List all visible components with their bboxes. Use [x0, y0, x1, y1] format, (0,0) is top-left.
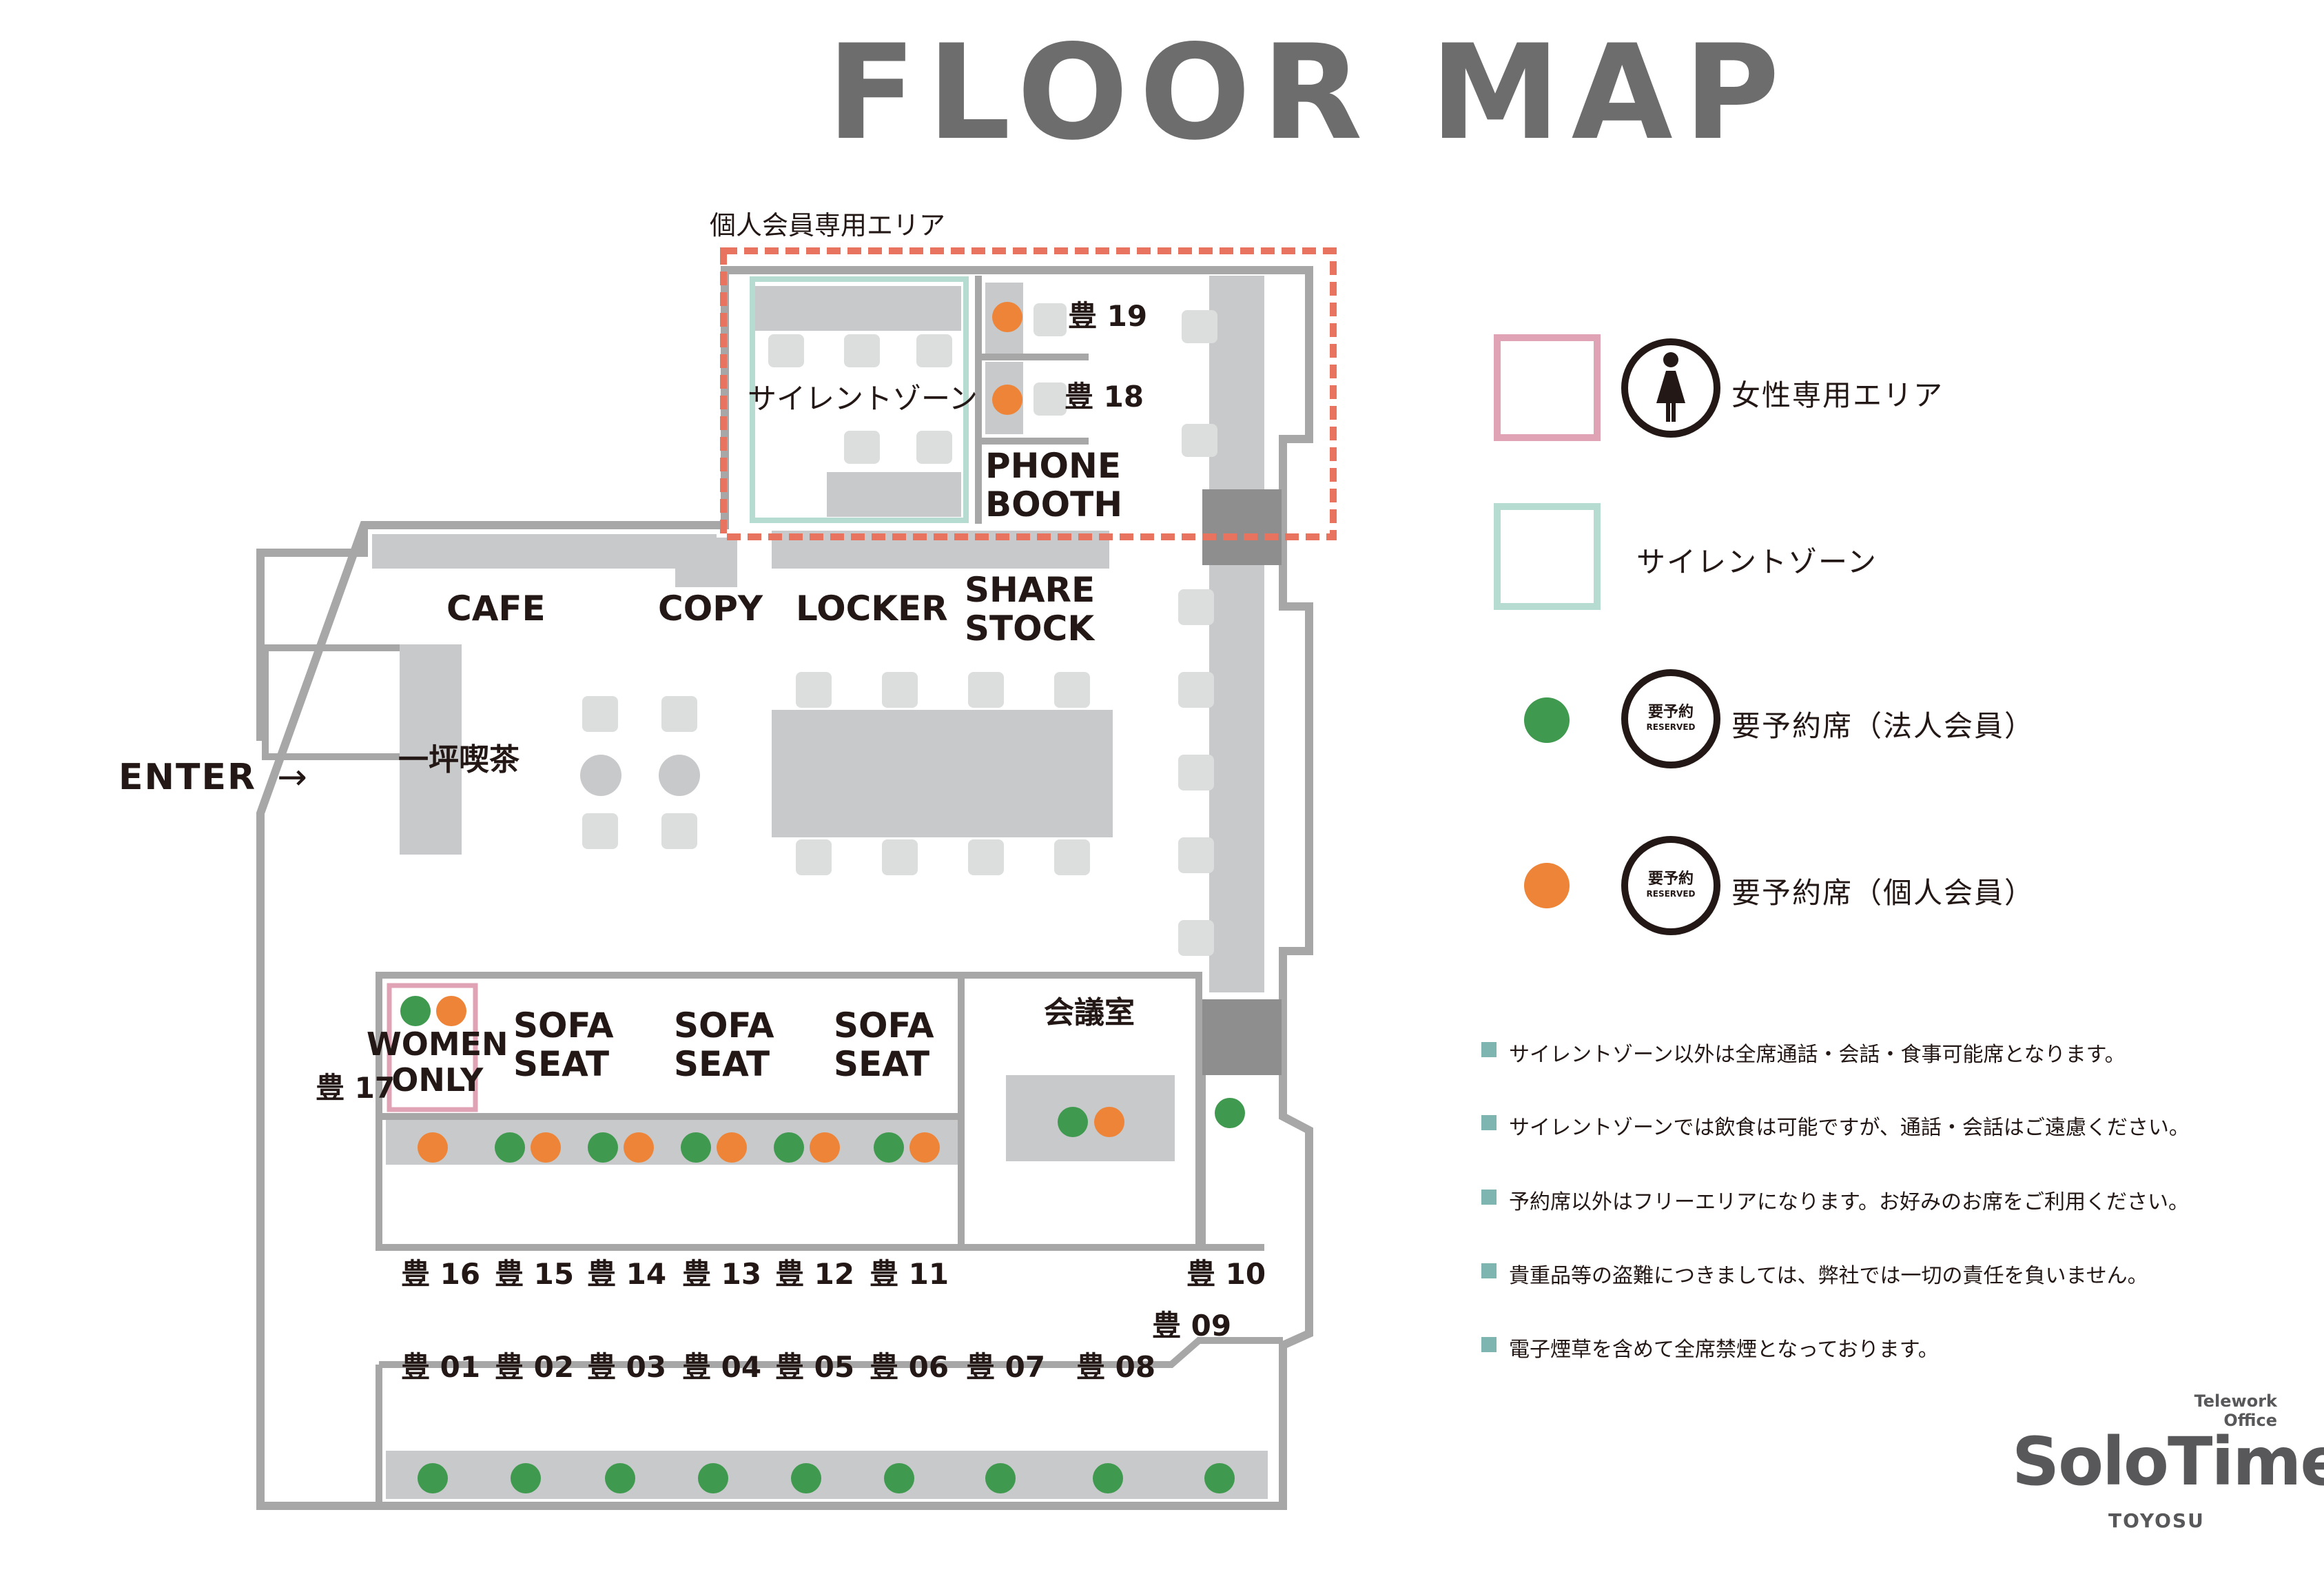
- note-bullet: [1481, 1190, 1497, 1205]
- seat-label: 豊 09: [1152, 1309, 1232, 1343]
- brand-subtitle: Telework Office: [2194, 1391, 2277, 1430]
- legend-women-area: 女性専用エリア: [1731, 378, 1944, 412]
- woman-figure-icon: [1656, 352, 1685, 422]
- note-bullet: [1481, 1337, 1497, 1352]
- building-wall: [256, 266, 1313, 1510]
- note-text: サイレントゾーンでは飲食は可能ですが、通話・会話はご遠慮ください。: [1509, 1116, 2190, 1140]
- round-table: [580, 755, 621, 796]
- chairs: [582, 303, 1217, 956]
- hitotsubo-label: 一坪喫茶: [398, 742, 520, 777]
- note-text: 貴重品等の盗難につきましては、弊社では一切の責任を負いません。: [1509, 1264, 2148, 1288]
- partition: [376, 972, 1264, 1251]
- note-bullet: [1481, 1263, 1497, 1278]
- individual-reserved-swatch: [1524, 863, 1570, 908]
- seat-label: 豊 01: [401, 1350, 481, 1384]
- seat-label: 豊 17: [316, 1071, 395, 1105]
- seat-label: 豊 16: [401, 1257, 481, 1291]
- legend-silent-zone: サイレントゾーン: [1636, 545, 1878, 579]
- arrow-right-icon: →: [277, 757, 309, 798]
- phone-booth-label: PHONE BOOTH: [985, 446, 1123, 524]
- sofa-seat-label: SOFA SEAT: [513, 1006, 614, 1084]
- women-icon: [1621, 338, 1720, 438]
- locker-label: LOCKER: [796, 589, 948, 629]
- silent-desk: [754, 286, 961, 331]
- large-table: [772, 710, 1113, 837]
- seat-label: 豊 14: [587, 1257, 667, 1291]
- seat-label: 豊 03: [587, 1350, 667, 1384]
- seat-label: 豊 04: [682, 1350, 762, 1384]
- women-area-border: [387, 983, 478, 1112]
- page-title: FLOOR MAP: [827, 17, 1791, 169]
- silent-zone-swatch: [1494, 503, 1601, 610]
- seat-label: 豊 07: [966, 1350, 1046, 1384]
- counter: [400, 644, 462, 855]
- meeting-room-label: 会議室: [1044, 995, 1135, 1030]
- enter-label: ENTER →: [119, 757, 309, 798]
- seat-label: 豊 02: [495, 1350, 575, 1384]
- seat-label: 豊 15: [495, 1257, 575, 1291]
- pillar: [1202, 489, 1282, 565]
- silent-zone-border: [750, 276, 969, 523]
- enter-text: ENTER: [119, 757, 257, 798]
- booth-wall: [975, 276, 1089, 524]
- seat-label: 豊 19: [1068, 299, 1148, 333]
- meeting-table: [1006, 1075, 1175, 1161]
- partition: [376, 1337, 1283, 1502]
- reserved-badge-icon: [1621, 836, 1720, 935]
- sofa-seat-label: SOFA SEAT: [834, 1006, 934, 1084]
- seat-label: 豊 11: [870, 1257, 949, 1291]
- legend-reserved-corporate: 要予約席（法人会員）: [1731, 709, 2035, 743]
- silent-desk: [827, 472, 961, 517]
- women-only-label: WOMEN ONLY: [367, 1025, 508, 1099]
- note-bullet: [1481, 1115, 1497, 1130]
- cafe-label: CAFE: [446, 589, 546, 629]
- individual-area-label: 個人会員専用エリア: [710, 210, 946, 241]
- seat-label: 豊 12: [775, 1257, 855, 1291]
- seat-label: 豊 10: [1186, 1257, 1266, 1291]
- reserved-seat-dots: [400, 302, 1245, 1493]
- badge-en: RESERVED: [1646, 722, 1696, 732]
- women-area-swatch: [1494, 334, 1601, 441]
- shelf: [675, 538, 737, 587]
- pillar: [1202, 999, 1282, 1075]
- badge-jp: 要予約: [1647, 870, 1694, 888]
- shelf: [372, 534, 717, 569]
- silent-zone-label: サイレントゾーン: [748, 382, 978, 416]
- note-text: サイレントゾーン以外は全席通話・会話・食事可能席となります。: [1509, 1043, 2126, 1067]
- seat-label: 豊 18: [1065, 380, 1144, 414]
- reserved-badge-icon: [1621, 669, 1720, 768]
- right-shelf: [1209, 276, 1264, 992]
- brand-logo: SoloTime: [2012, 1423, 2324, 1500]
- badge-en: RESERVED: [1646, 889, 1696, 899]
- note-bullet: [1481, 1042, 1497, 1057]
- note-text: 予約席以外はフリーエリアになります。お好みのお席をご利用ください。: [1509, 1190, 2189, 1214]
- seat-label: 豊 05: [775, 1350, 855, 1384]
- legend-reserved-individual: 要予約席（個人会員）: [1731, 876, 2035, 910]
- seat-label: 豊 08: [1076, 1350, 1156, 1384]
- share-stock-label: SHARE STOCK: [965, 570, 1096, 649]
- individual-area-border: [720, 247, 1337, 540]
- corporate-reserved-swatch: [1524, 697, 1570, 743]
- badge-jp: 要予約: [1647, 704, 1694, 721]
- seat-label: 豊 06: [870, 1350, 949, 1384]
- brand-location: TOYOSU: [2108, 1509, 2205, 1532]
- sofa-seat-label: SOFA SEAT: [674, 1006, 774, 1084]
- round-table: [659, 755, 700, 796]
- seat-label: 豊 13: [682, 1257, 762, 1291]
- copy-label: COPY: [658, 589, 763, 629]
- booth-shelf: [386, 1120, 958, 1165]
- note-text: 電子煙草を含めて全席禁煙となっております。: [1509, 1338, 1939, 1362]
